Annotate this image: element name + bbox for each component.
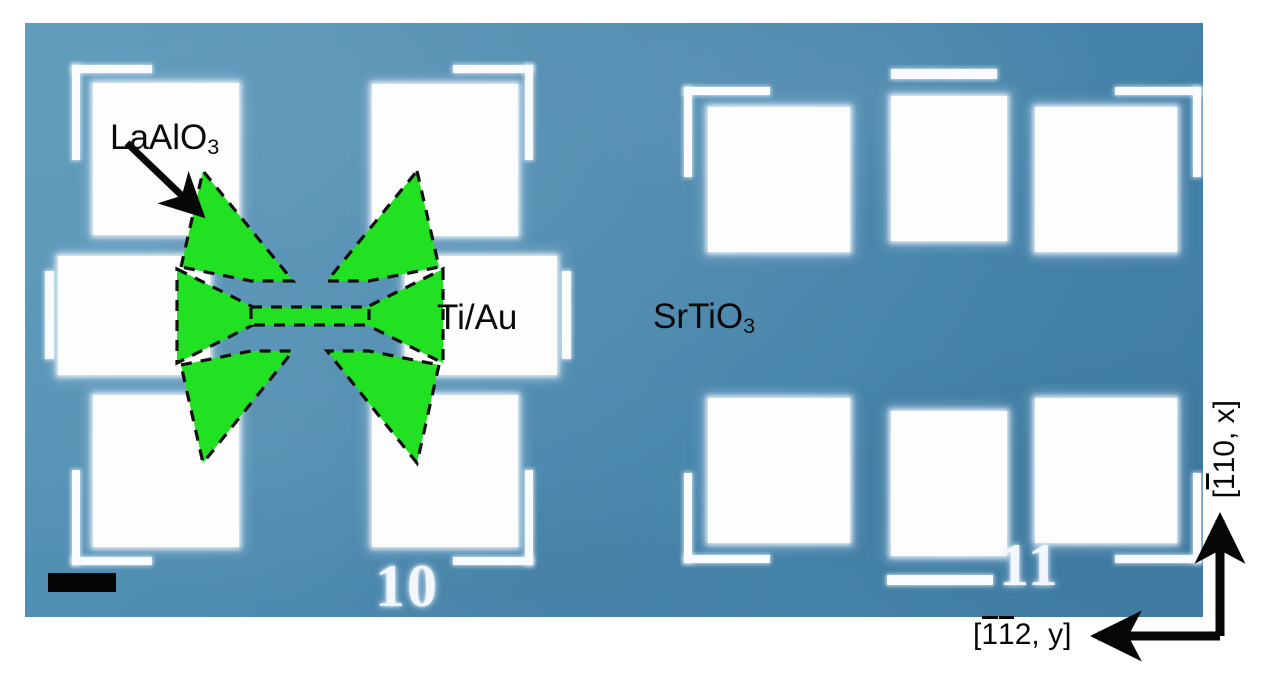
- optical-micrograph-plate: LaAlO3 Ti/Au SrTiO3 10 11: [25, 23, 1203, 617]
- label-tiau-text: Ti/Au: [437, 298, 518, 337]
- axis-x-overbar-1: 1: [1208, 473, 1241, 491]
- pad-array-bottom-left: [708, 398, 850, 543]
- axis-label-x: [110, x]: [1208, 400, 1242, 498]
- axis-y-overbar-1: 1: [981, 616, 999, 651]
- axis-label-y: [112, y]: [973, 616, 1072, 652]
- label-laalo3: LaAlO3: [110, 118, 219, 160]
- alignment-mark-bottom-left: [72, 470, 152, 565]
- label-srtio3-sub: 3: [743, 312, 756, 338]
- alignment-mark-array-top-left: [684, 87, 770, 177]
- axis-y-overbar-2: 1: [998, 616, 1015, 651]
- alignment-mark-array-top-right: [1115, 87, 1201, 177]
- alignment-mark-bottom-right: [453, 470, 533, 565]
- axis-x-open: [: [1208, 490, 1241, 499]
- device-id-right: 11: [999, 532, 1060, 598]
- axis-x-close: ]: [1208, 400, 1241, 409]
- pad-array-top-left: [708, 107, 850, 252]
- pad-mid-left: [58, 256, 210, 375]
- pad-array-bottom-center: [891, 411, 1007, 556]
- alignment-mark-array-bottom-right: [1115, 473, 1201, 563]
- lao-channel: [249, 305, 371, 327]
- axis-y-close: ]: [1063, 618, 1072, 651]
- axis-y-open: [: [973, 618, 982, 651]
- alignment-mark-array-bottom-left: [684, 473, 770, 563]
- alignment-mark-top-left: [72, 65, 152, 160]
- pad-array-top-right: [1035, 107, 1177, 252]
- alignment-mark-top-right: [453, 65, 533, 160]
- pad-array-top-center: [891, 96, 1007, 241]
- scale-bar: [48, 573, 116, 592]
- label-laalo3-text: LaAlO: [110, 118, 208, 157]
- label-tiau: Ti/Au: [437, 298, 517, 338]
- label-laalo3-sub: 3: [207, 133, 220, 159]
- alignment-mark-mid-left-bar: [45, 271, 54, 359]
- alignment-mark-array-bottom-bar: [887, 575, 993, 585]
- label-srtio3: SrTiO3: [653, 297, 755, 339]
- label-srtio3-text: SrTiO: [653, 297, 744, 336]
- axis-y-rest: 2, y: [1014, 618, 1064, 651]
- pad-array-bottom-right: [1035, 398, 1177, 543]
- device-id-left: 10: [375, 553, 439, 617]
- alignment-mark-array-top-bar: [891, 69, 997, 79]
- axis-x-rest: 10, x: [1208, 408, 1241, 474]
- alignment-mark-mid-right-bar: [562, 271, 571, 359]
